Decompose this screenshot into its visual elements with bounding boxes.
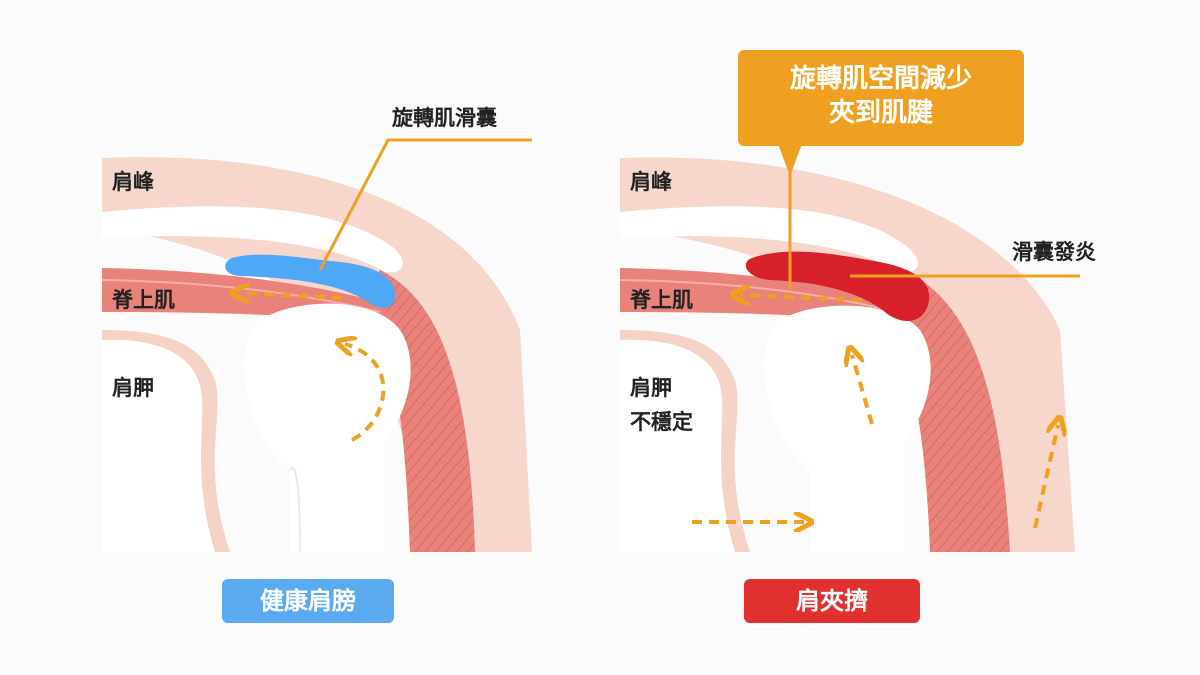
label-bursitis: 滑囊發炎: [1012, 240, 1096, 264]
label-supraspinatus-left: 脊上肌: [112, 288, 175, 312]
impingement-badge: 肩夾擠: [744, 579, 920, 623]
impingement-shoulder-illustration: [620, 72, 1080, 552]
label-scapula-right: 肩胛: [630, 376, 672, 400]
callout-line-1: 旋轉肌空間減少: [789, 64, 972, 94]
callout-pointer: [778, 144, 802, 176]
impingement-callout: 旋轉肌空間減少 夾到肌腱: [738, 50, 1024, 146]
label-acromion-right: 肩峰: [630, 170, 672, 194]
healthy-shoulder-badge: 健康肩膀: [222, 579, 394, 623]
callout-line-2: 夾到肌腱: [828, 98, 933, 128]
label-supraspinatus-right: 脊上肌: [630, 288, 693, 312]
label-unstable: 不穩定: [630, 410, 693, 434]
label-scapula-left: 肩胛: [112, 376, 154, 400]
label-acromion-left: 肩峰: [112, 170, 154, 194]
label-bursa: 旋轉肌滑囊: [392, 106, 497, 130]
healthy-shoulder-illustration: [102, 72, 532, 552]
